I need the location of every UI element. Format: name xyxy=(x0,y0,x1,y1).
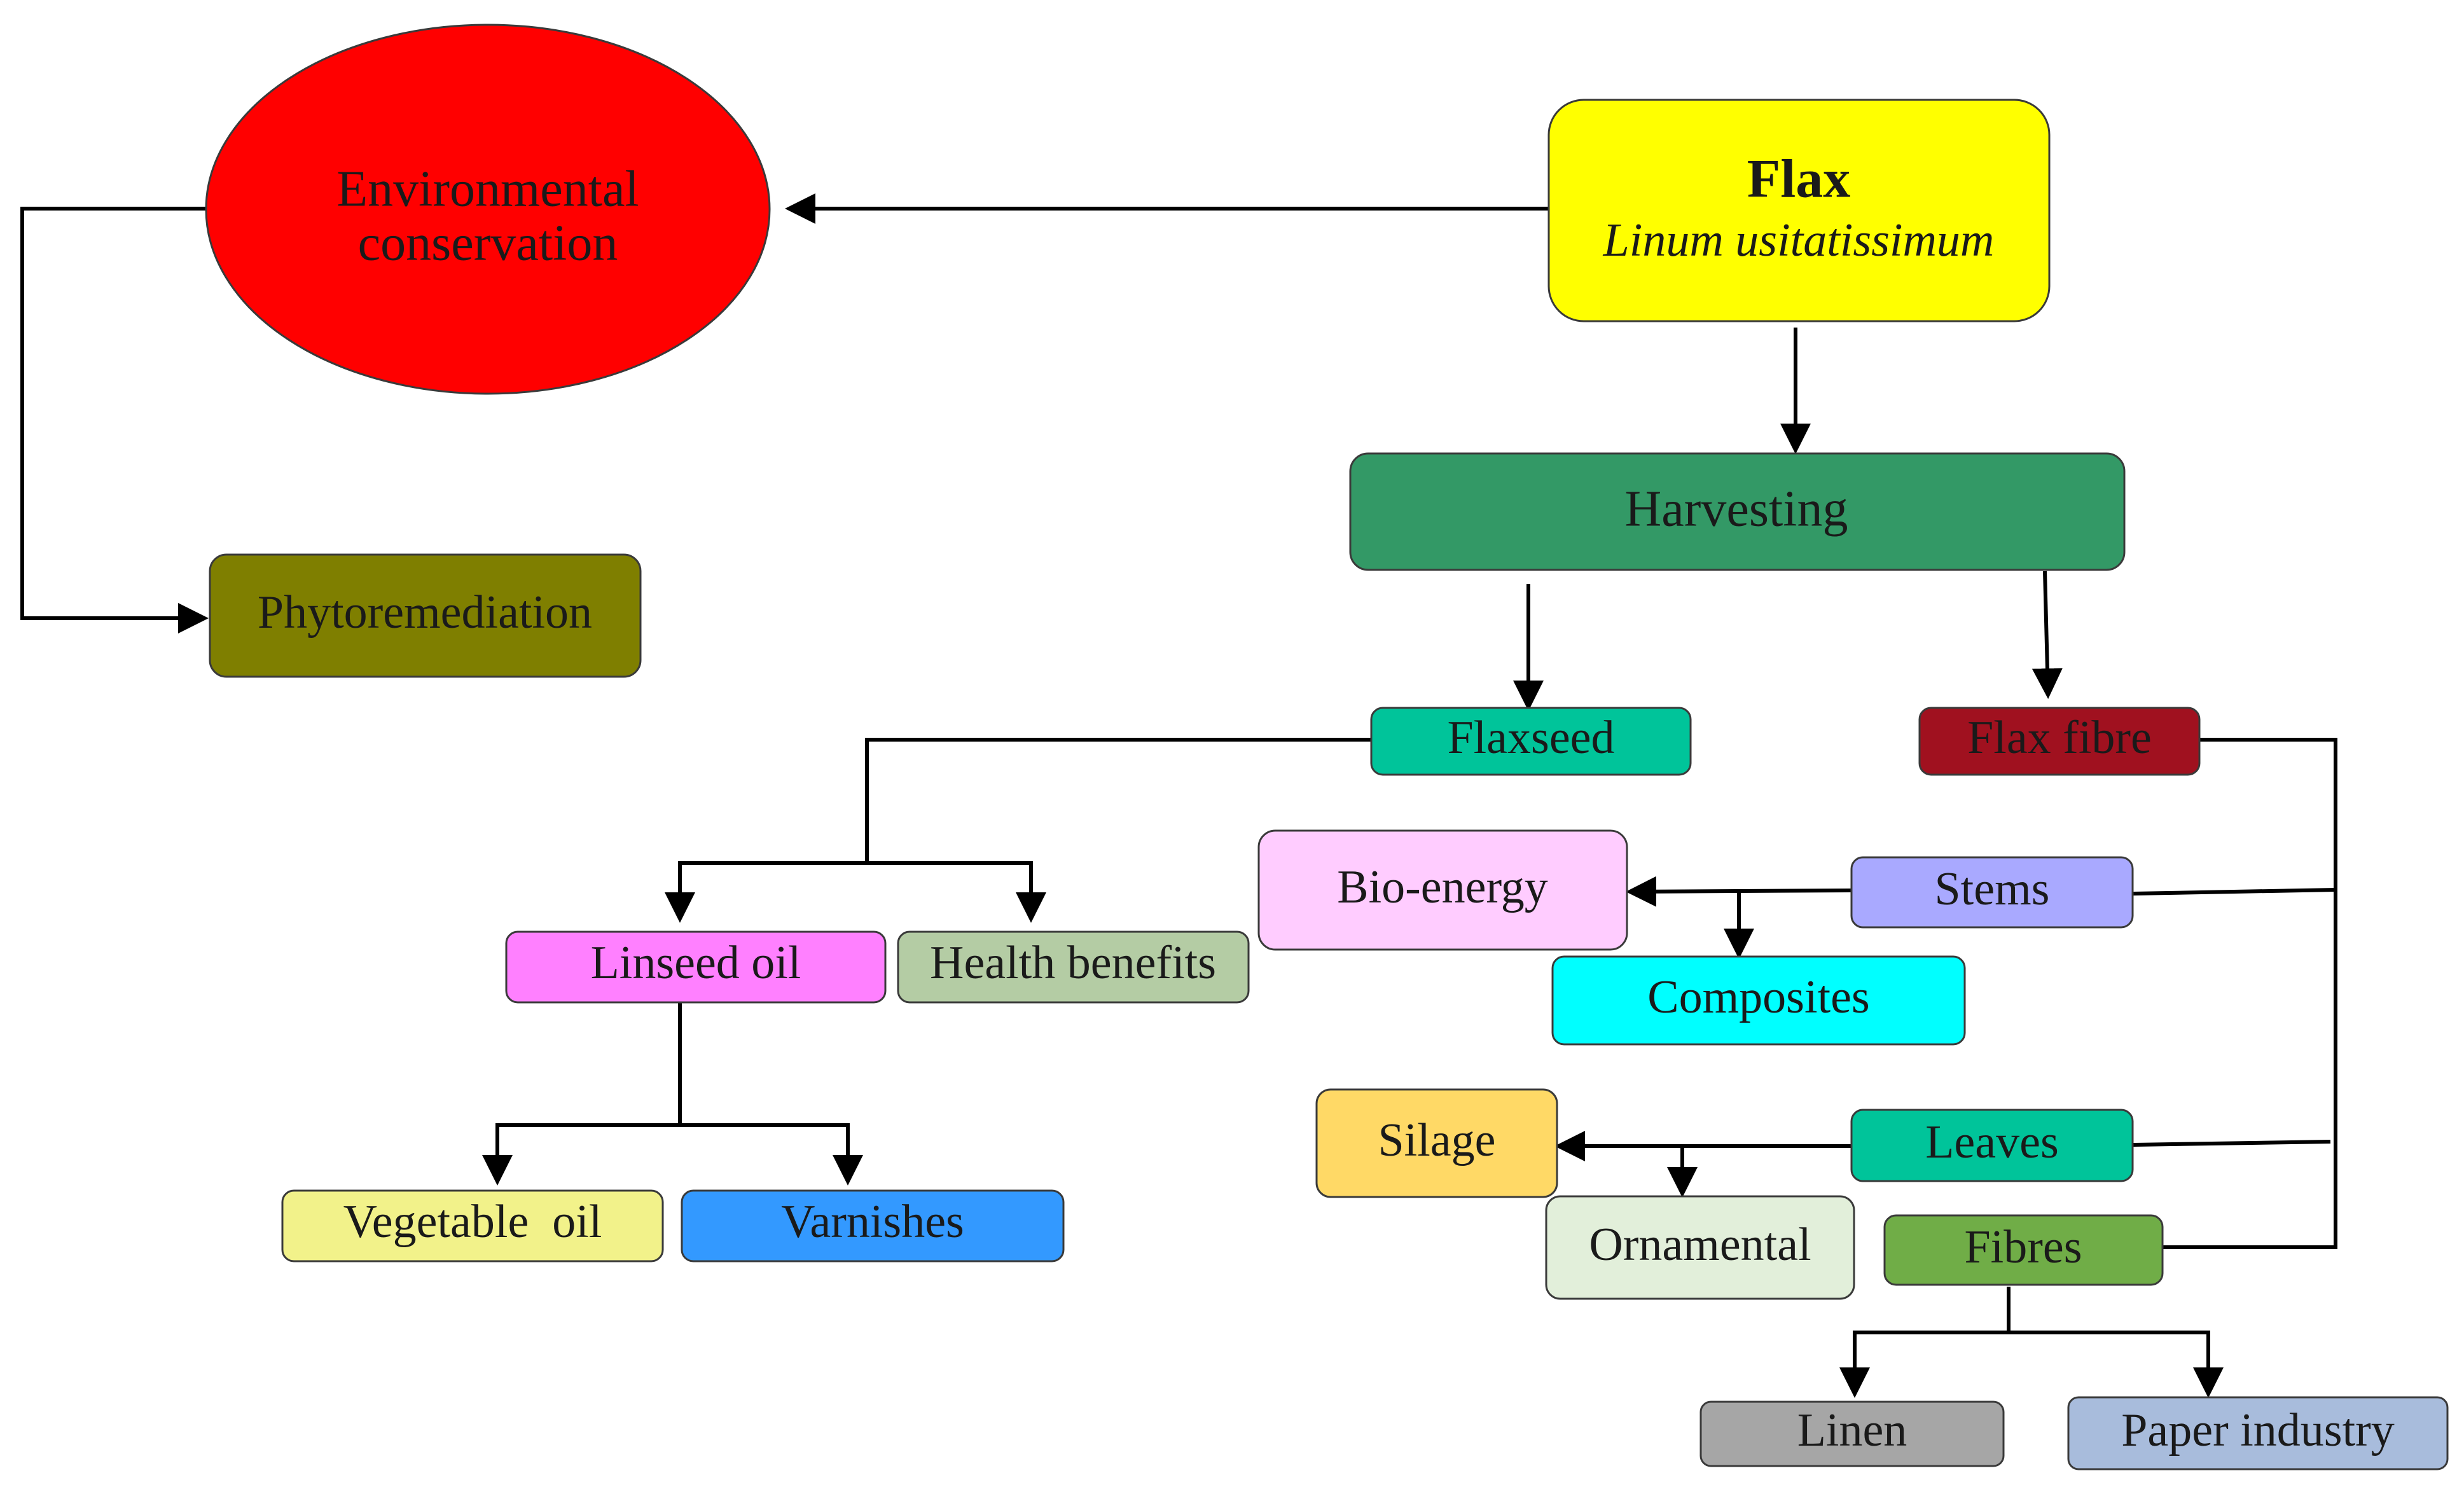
edge-flax-fibre-to-stems xyxy=(2133,888,2336,896)
node-composites: Composites xyxy=(1551,955,1966,1046)
composites-box xyxy=(1551,955,1966,1046)
paper-industry-label: Paper industry xyxy=(2121,1404,2395,1456)
flax-box xyxy=(1547,99,2051,322)
linen-label: Linen xyxy=(1797,1404,1907,1456)
node-harvesting: Harvesting xyxy=(1349,452,2126,571)
stems-box xyxy=(1850,856,2134,929)
flax-title: Flax xyxy=(1747,148,1850,209)
ornamental-label: Ornamental xyxy=(1589,1219,1811,1271)
node-phytoremediation: Phytoremediation xyxy=(209,553,642,678)
node-health-benefits: Health benefits xyxy=(897,930,1250,1004)
health-benefits-label: Health benefits xyxy=(930,937,1216,989)
connectors xyxy=(20,193,2337,1398)
node-flaxseed: Flaxseed xyxy=(1370,707,1692,776)
leaves-label: Leaves xyxy=(1925,1116,2059,1168)
fibres-box xyxy=(1883,1214,2164,1286)
flax-fibre-label: Flax fibre xyxy=(1967,712,2152,764)
node-vegetable-oil: Vegetable oil xyxy=(281,1189,664,1262)
edge-environmental-to-phytoremediation xyxy=(20,207,209,633)
edge-flax-fibre-trunk xyxy=(2163,738,2337,1249)
paper-industry-box xyxy=(2067,1396,2449,1470)
node-environmental-conservation: Environmental conservation xyxy=(205,24,771,395)
flax-fibre-box xyxy=(1918,707,2201,776)
edge-flaxseed-to-health-benefits xyxy=(867,861,1046,923)
health-benefits-box xyxy=(897,930,1250,1004)
node-leaves: Leaves xyxy=(1850,1109,2134,1182)
edge-flax-fibre-to-leaves xyxy=(2133,1140,2331,1147)
node-flax: Flax Linum usitatissimum xyxy=(1547,99,2051,322)
node-flax-fibre: Flax fibre xyxy=(1918,707,2201,776)
silage-label: Silage xyxy=(1378,1114,1496,1166)
environmental-ellipse xyxy=(205,24,771,395)
leaves-box xyxy=(1850,1109,2134,1182)
ornamental-box xyxy=(1545,1195,1855,1300)
environmental-label-line1: Environmental xyxy=(336,161,639,217)
edge-fibres-to-paper-industry xyxy=(2009,1331,2224,1398)
flaxseed-box xyxy=(1370,707,1692,776)
edge-linseed-oil-to-varnishes xyxy=(680,1123,863,1186)
varnishes-box xyxy=(681,1189,1065,1262)
node-ornamental: Ornamental xyxy=(1545,1195,1855,1300)
bio-energy-label: Bio-energy xyxy=(1337,861,1548,913)
node-linseed-oil: Linseed oil xyxy=(505,930,887,1004)
vegetable-oil-box xyxy=(281,1189,664,1262)
edge-fibres-to-linen xyxy=(1839,1331,2009,1398)
composites-label: Composites xyxy=(1647,971,1869,1023)
phytoremediation-label: Phytoremediation xyxy=(258,586,592,639)
edge-harvesting-to-flax-fibre xyxy=(2031,571,2063,699)
edge-flaxseed-trunk xyxy=(865,738,1371,863)
flaxseed-label: Flaxseed xyxy=(1447,712,1614,764)
node-paper-industry: Paper industry xyxy=(2067,1396,2449,1470)
node-stems: Stems xyxy=(1850,856,2134,929)
linen-box xyxy=(1699,1401,2005,1467)
node-bio-energy: Bio-energy xyxy=(1257,829,1628,951)
fibres-label: Fibres xyxy=(1965,1221,2082,1273)
environmental-label-line2: conservation xyxy=(358,215,618,271)
vegetable-oil-label: Vegetable oil xyxy=(343,1196,602,1248)
node-fibres: Fibres xyxy=(1883,1214,2164,1286)
node-silage: Silage xyxy=(1315,1088,1558,1198)
harvesting-box xyxy=(1349,452,2126,571)
harvesting-label: Harvesting xyxy=(1624,481,1848,537)
phytoremediation-box xyxy=(209,553,642,678)
node-linen: Linen xyxy=(1699,1401,2005,1467)
edge-linseed-oil-to-vegetable-oil xyxy=(482,1123,680,1186)
stems-label: Stems xyxy=(1935,863,2050,915)
edge-flaxseed-to-linseed-oil xyxy=(665,861,867,923)
node-varnishes: Varnishes xyxy=(681,1189,1065,1262)
linseed-oil-box xyxy=(505,930,887,1004)
bio-energy-box xyxy=(1257,829,1628,951)
silage-box xyxy=(1315,1088,1558,1198)
varnishes-label: Varnishes xyxy=(781,1196,964,1248)
flax-scientific-name: Linum usitatissimum xyxy=(1603,214,1995,266)
linseed-oil-label: Linseed oil xyxy=(591,937,801,989)
